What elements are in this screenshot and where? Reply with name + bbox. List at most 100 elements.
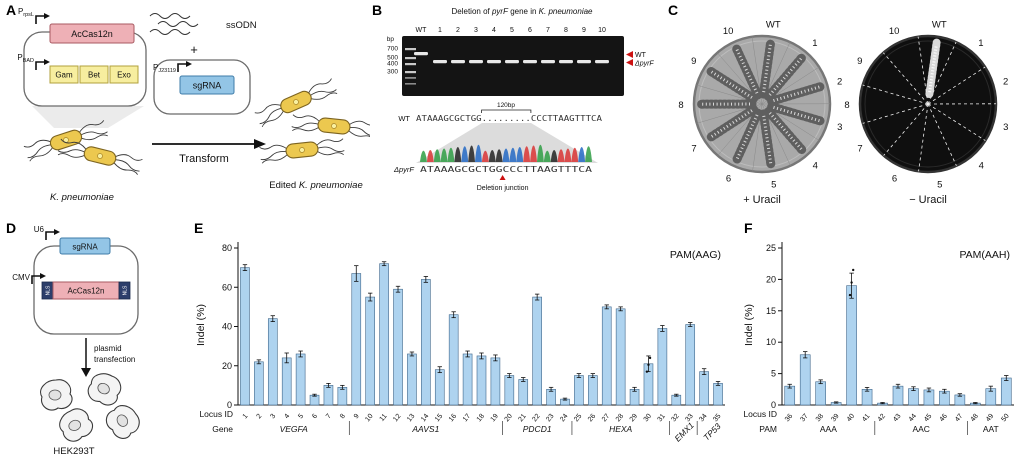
wt-seq-label: WT	[398, 114, 410, 123]
mut-seq-label: ΔpyrF	[393, 165, 414, 174]
panel-b: B Deletion of pyrF gene in K. pneumoniae…	[370, 2, 666, 218]
bar	[657, 328, 668, 406]
bar	[267, 318, 278, 406]
y-tick-label: 20	[222, 361, 232, 371]
bar	[504, 375, 515, 406]
x-tick-label: 39	[830, 413, 840, 424]
ladder-band	[405, 63, 416, 66]
x-tick-label: 8	[339, 413, 347, 421]
x-tick-label: 48	[969, 413, 979, 424]
growth-streak	[928, 44, 938, 93]
bar	[685, 324, 696, 406]
bar	[281, 357, 292, 406]
sector-label: 9	[691, 56, 696, 67]
growth-streak	[710, 70, 753, 99]
bar	[574, 375, 584, 406]
sector-label: 8	[678, 100, 683, 111]
sector-label: 7	[691, 144, 696, 155]
chromatogram-peak	[543, 150, 551, 162]
bar	[448, 314, 459, 406]
growth-streak	[762, 44, 772, 93]
ladder-band	[405, 83, 416, 85]
chromatogram-peak	[495, 149, 503, 162]
bar	[393, 288, 403, 406]
group-label: AAT	[983, 424, 999, 434]
x-tick-label: 10	[364, 413, 374, 424]
bar	[861, 389, 873, 406]
y-tick-label: 80	[222, 243, 232, 253]
gam-label: Gam	[55, 71, 73, 80]
sector-label: 2	[1003, 76, 1008, 87]
growth-streak	[764, 52, 807, 101]
sector-label: 10	[889, 26, 900, 37]
sector-divider	[918, 103, 929, 172]
edited-bacterium	[290, 113, 370, 140]
lane-label: 9	[582, 27, 586, 34]
x-tick-label: 42	[877, 413, 887, 424]
ssodn-strand	[149, 29, 191, 35]
gel-band	[487, 60, 501, 64]
promoter-j23119-label: PJ23119	[153, 63, 176, 74]
data-point	[647, 363, 650, 366]
lane-label: 3	[474, 27, 478, 34]
u6-promoter-icon	[45, 228, 61, 241]
sgrna-label: sgRNA	[72, 243, 98, 252]
exo-box	[109, 65, 139, 84]
lane-label: 8	[564, 27, 568, 34]
bar	[407, 353, 417, 406]
x-tick-label: 27	[601, 413, 611, 424]
group-label: AAC	[912, 424, 929, 434]
group-label: EMX1	[672, 420, 696, 444]
x-tick-label: 24	[559, 413, 569, 424]
growth-streak	[773, 85, 820, 103]
bar	[421, 279, 431, 406]
deletion-size-label: 120bp	[497, 102, 515, 109]
bar	[462, 353, 473, 406]
sector-label: 4	[813, 161, 818, 172]
ssodn-strand	[149, 13, 191, 19]
growth-streak	[762, 115, 773, 164]
chromatogram-peak	[523, 146, 531, 162]
gel-band	[414, 52, 428, 56]
sector-label: 4	[979, 161, 984, 172]
gel-band	[541, 60, 555, 64]
chromatogram-peak	[530, 145, 537, 162]
transform-label: Transform	[179, 153, 229, 165]
gel-band	[523, 60, 537, 64]
cell-line-label: HEK293T	[53, 446, 94, 457]
cas-gene-box	[49, 23, 135, 44]
ladder-size-label: 500	[387, 55, 398, 62]
promoter-bad-icon	[35, 58, 51, 71]
growth-streak	[764, 107, 808, 156]
gel-band	[559, 60, 573, 64]
ssodn-strand	[157, 21, 199, 27]
nls-label: NLS	[46, 285, 52, 295]
promoter-rpsl-icon	[35, 12, 51, 25]
group-label: AAA	[820, 424, 837, 434]
lane-label: 2	[456, 27, 460, 34]
deletion-bracket	[481, 109, 532, 113]
x-row1-label: Locus ID	[199, 409, 233, 419]
sgrna-box	[59, 237, 111, 255]
x-tick-label: 6	[311, 413, 319, 421]
growth-streak	[705, 104, 759, 143]
x-tick-label: 21	[517, 413, 527, 424]
growth-streak	[731, 43, 763, 100]
exo-label: Exo	[117, 71, 131, 80]
gel-band	[505, 60, 519, 64]
sector-divider	[883, 52, 929, 105]
x-tick-label: 34	[698, 413, 708, 424]
host-label: K. pneumoniae	[50, 192, 114, 203]
panel-a: A PrpsL	[4, 2, 370, 218]
x-tick-label: 14	[420, 413, 430, 424]
x-tick-label: 46	[939, 413, 949, 424]
chromatogram-peak	[509, 147, 517, 162]
ladder-size-label: 300	[387, 69, 398, 76]
chromatogram-peak	[550, 150, 558, 162]
sector-divider	[862, 103, 929, 124]
chromatogram-peak	[468, 145, 475, 162]
x-tick-label: 18	[476, 413, 486, 424]
wt-band-arrow-icon	[626, 51, 633, 58]
